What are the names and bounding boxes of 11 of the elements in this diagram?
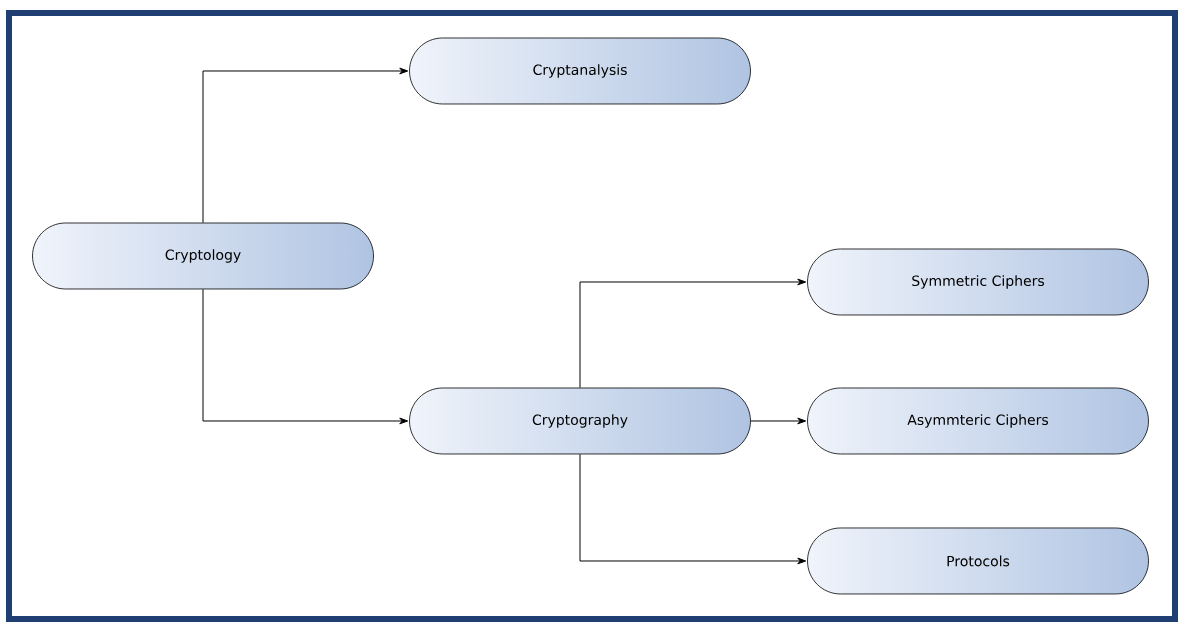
process-box: Cryptanalysis — [409, 37, 751, 105]
process-box: Cryptology — [32, 222, 374, 290]
arrow — [202, 288, 409, 425]
process-box: Asymmteric Ciphers — [807, 387, 1149, 455]
arrow — [579, 278, 807, 389]
arrow — [579, 453, 807, 565]
arrow — [750, 417, 807, 425]
process-box: Symmetric Ciphers — [807, 248, 1149, 316]
arrow — [202, 67, 409, 224]
process-box: Cryptography — [409, 387, 751, 455]
process-box: Protocols — [807, 527, 1149, 595]
